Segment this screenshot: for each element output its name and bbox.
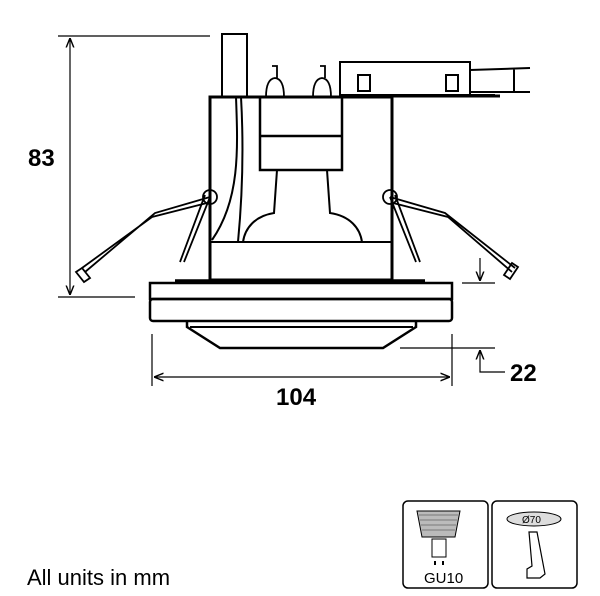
wire	[211, 96, 244, 243]
bulb-pin	[312, 65, 332, 98]
units-note: All units in mm	[27, 565, 170, 590]
lens	[185, 322, 418, 350]
gu10-bulb-icon: GU10	[402, 500, 489, 589]
trim-ring	[148, 297, 454, 323]
gu10-label: GU10	[424, 570, 463, 587]
spring-clip-left	[74, 189, 218, 284]
cable	[469, 67, 531, 96]
bulb-pin	[265, 65, 285, 98]
bulb-reflector	[242, 169, 363, 243]
cutout-diameter-icon: Ø70	[491, 500, 578, 589]
trim-flange	[148, 281, 454, 301]
dimension-lines	[58, 35, 505, 386]
mounting-post	[221, 33, 248, 98]
terminal	[357, 74, 459, 92]
bulb-socket	[258, 95, 344, 172]
fixture-drawing	[74, 33, 531, 350]
width-dimension-label: 104	[276, 384, 317, 411]
height-dimension-label: 83	[28, 145, 55, 172]
spring-clip-right	[382, 189, 520, 281]
recess-dimension-label: 22	[510, 360, 537, 387]
diameter-label: Ø70	[522, 515, 541, 526]
